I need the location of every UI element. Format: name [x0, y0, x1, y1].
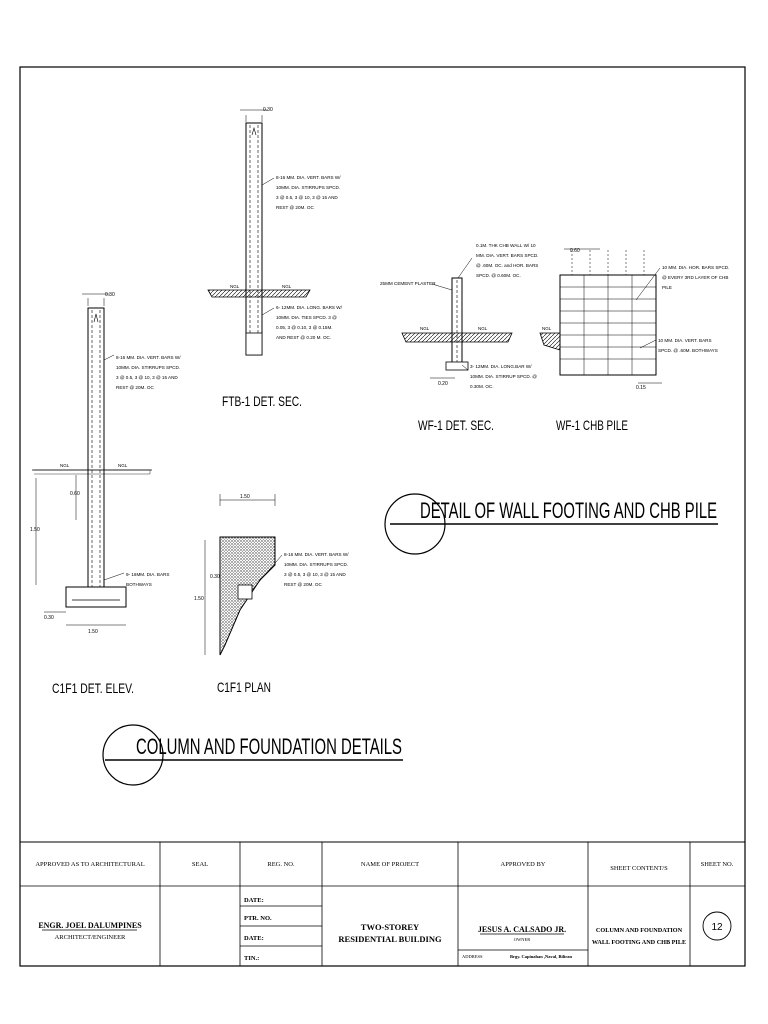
wf1-note-wall: 0.1M. THK CHB WALL W/ 10 MM. DIA. VERT. … [476, 243, 540, 278]
chb-dim-015: 0.15 [636, 385, 646, 391]
c1f1-ngl-right: NGL [118, 463, 128, 468]
sheet-no-circle [702, 911, 732, 941]
c1f1-plan-dim-top: 1.50 [240, 494, 250, 500]
c1f1-ngl-left: NGL [60, 463, 70, 468]
reg-tin: TIN.: [244, 955, 259, 962]
wf1-dim-020: 0.20 [438, 381, 448, 387]
c1f1-dim-030: 0.30 [44, 615, 54, 621]
wf1-ngl-left: NGL [420, 326, 430, 331]
address-value: Brgy. Capinahan ,Naval, Biliran [510, 954, 573, 959]
c1f1-plan-dim-030: 0.30 [210, 574, 220, 580]
contents-line2: WALL FOOTING AND CHB PILE [592, 939, 686, 946]
wf1-detail: 0.1M. THK CHB WALL W/ 10 MM. DIA. VERT. … [380, 243, 540, 433]
titleblock-grid [20, 842, 745, 966]
c1f1-note-bars: 9- 16MM. DIA. BARS BOTHWAYS [126, 572, 171, 587]
hdr-seal: SEAL [192, 861, 208, 868]
ftb1-ngl-left: NGL [230, 284, 240, 289]
ftb1-title: FTB-1 DET. SEC. [222, 393, 302, 409]
chb-dim-top: 0.60 [570, 248, 580, 254]
c1f1-elevation: 0.30 NGL NGL 0.60 1.50 0.30 1.50 8-16 MM… [30, 292, 182, 696]
ftb1-dim-top: 0.30 [263, 107, 273, 113]
chb-note-hor: 10 MM. DIA. HOR. BARS SPCD. @ EVERY 3RD … [662, 265, 731, 290]
reg-date-1: DATE: [244, 897, 264, 904]
chb-pile-detail: 0.60 NGL 10 MM. DIA. HOR. BARS SPCD. @ E… [539, 248, 731, 433]
hdr-name-project: NAME OF PROJECT [361, 861, 419, 868]
wf1-title: WF-1 DET. SEC. [418, 417, 494, 433]
titleblock-text: APPROVED AS TO ARCHITECTURAL SEAL REG. N… [35, 861, 733, 962]
c1f1-dim-060: 0.60 [70, 491, 80, 497]
project-line2: RESIDENTIAL BUILDING [338, 934, 442, 944]
chb-title: WF-1 CHB PILE [556, 417, 628, 433]
ftb1-note-vert: 8-16 MM. DIA. VERT. BARS W/ 10MM. DIA. S… [276, 175, 342, 210]
c1f1-plan-note: 8-16 MM. DIA. VERT. BARS W/ 10MM. DIA. S… [284, 552, 350, 587]
section1-title: DETAIL OF WALL FOOTING AND CHB PILE [420, 498, 717, 523]
section2-title: COLUMN AND FOUNDATION DETAILS [136, 734, 402, 759]
ftb1-note-long: 6- 12MM. DIA. LONG. BARS W/ 10MM. DIA. T… [276, 305, 343, 340]
hdr-approved-arch: APPROVED AS TO ARCHITECTURAL [35, 861, 144, 868]
hdr-reg-no: REG. NO. [267, 861, 295, 868]
reg-ptr-no: PTR. NO. [244, 915, 272, 922]
c1f1-dim-150-h: 1.50 [88, 629, 98, 635]
wf1-note-plaster: 25MM CEMENT PLASTER [380, 281, 436, 286]
sheet-number: 12 [711, 922, 723, 933]
c1f1-plan-title: C1F1 PLAN [217, 679, 271, 695]
c1f1-note-vert: 8-16 MM. DIA. VERT. BARS W/ 10MM. DIA. S… [116, 355, 182, 390]
owner-label: OWNER [514, 937, 531, 942]
hdr-approved-by: APPROVED BY [501, 861, 546, 868]
section-title-column: COLUMN AND FOUNDATION DETAILS [102, 724, 403, 786]
project-line1: TWO-STOREY [361, 922, 419, 932]
section-title-wall-footing: DETAIL OF WALL FOOTING AND CHB PILE [384, 493, 718, 555]
chb-ngl: NGL [542, 326, 552, 331]
wf1-note-long: 3- 12MM. DIA. LONG.BAR W/ 10MM. DIA. STI… [470, 364, 538, 389]
engineer-name: ENGR. JOEL DALUMPINES [38, 921, 142, 930]
sheet-border [19, 66, 746, 967]
c1f1-plan-dim-left: 1.50 [194, 596, 204, 602]
address-label: ADDRESS [462, 954, 483, 959]
ftb1-detail: 0.30 NGL NGL 8-16 MM. DIA. VERT. BARS W/… [207, 107, 343, 409]
c1f1-plan: 1.50 1.50 0.30 8-16 MM. DIA. VERT. BARS … [194, 494, 350, 695]
ftb1-ngl-right: NGL [282, 284, 292, 289]
c1f1-dim-150-v: 1.50 [30, 527, 40, 533]
c1f1-dim-top: 0.30 [105, 292, 115, 298]
hdr-sheet-no: SHEET NO. [701, 861, 734, 868]
reg-date-2: DATE: [244, 935, 264, 942]
c1f1-elev-title: C1F1 DET. ELEV. [52, 680, 134, 696]
owner-name: JESUS A. CALSADO JR. [478, 925, 566, 934]
engineer-title: ARCHITECT/ENGINEER [55, 934, 126, 941]
hdr-sheet-contents: SHEET CONTENT/S [610, 865, 668, 872]
wf1-ngl-right: NGL [478, 326, 488, 331]
chb-note-vert: 10 MM. DIA. VERT. BARS SPCD. @ .60M. BOT… [658, 338, 718, 353]
contents-line1: COLUMN AND FOUNDATION [596, 927, 683, 934]
